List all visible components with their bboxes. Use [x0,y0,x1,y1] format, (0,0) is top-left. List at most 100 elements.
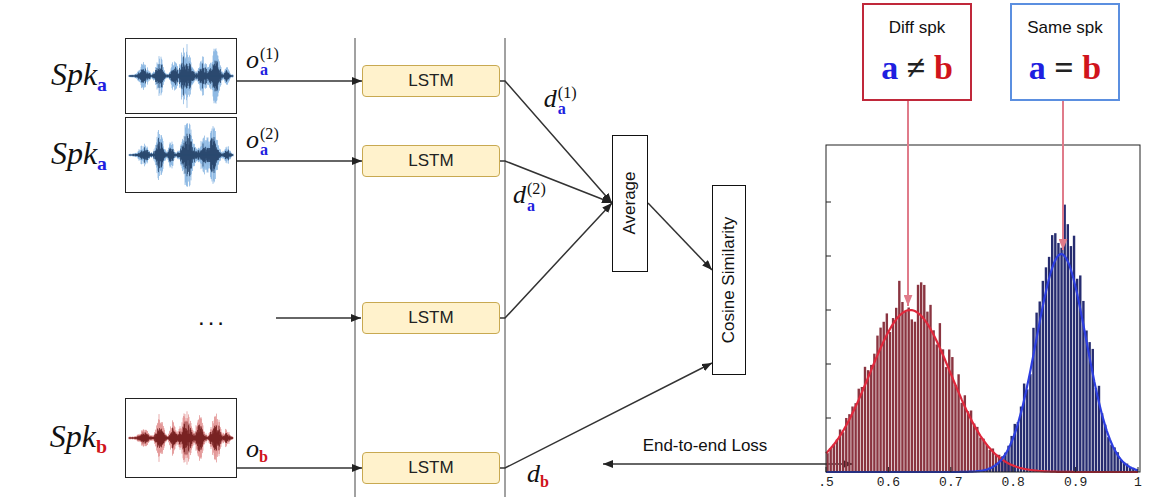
waveform-frame [125,38,237,114]
callout-box: Same spka = b [1010,3,1120,101]
histogram-bar [889,332,891,472]
text-run: a [97,72,107,94]
histogram-bar [1048,257,1050,472]
text-run: b [934,49,953,86]
histogram-bar [904,312,906,472]
callout-box: Diff spka ≠ b [862,3,972,101]
process-box: Cosine Similarity [712,185,746,375]
histogram-bar [973,424,975,472]
edge-label: da(2) [512,181,547,213]
text-run: a [260,62,279,78]
column-rule [355,38,356,497]
text-run: b [259,448,268,465]
waveform-trace [129,411,233,464]
text-run: (2) [527,181,546,197]
histogram-bar [1076,279,1078,472]
histogram-curves [826,254,1138,472]
script-stack: a(1) [558,85,577,117]
connector-arrow [237,80,362,82]
column-rule [505,38,506,497]
waveform-picture [126,39,236,113]
histogram-bar [1107,437,1109,472]
text-run: a [260,142,279,158]
waveform-trace [129,57,233,96]
waveform-picture [126,118,236,192]
tick-mark [826,364,831,365]
axis-ticks [826,202,1138,472]
histogram-bar [1026,389,1028,472]
histogram-bar [854,403,856,472]
waveform-picture [126,399,236,477]
tick-mark [826,256,831,257]
histogram-bar [1057,243,1059,472]
loss-arrow [603,463,853,465]
histogram-bar [1101,413,1103,472]
lstm-box: LSTM [362,302,500,334]
histogram-bar [1070,246,1072,472]
box-label: Average [621,171,640,234]
edge-label: ob [245,436,269,465]
connector-arrow [237,467,362,469]
text-run: o [246,125,259,154]
histogram-bar [923,285,925,472]
lstm-box: LSTM [362,65,500,97]
histogram-bar [961,403,963,472]
histogram-bar [907,307,909,472]
connector-arrow [648,203,712,270]
waveform-frame [125,117,237,193]
histogram-bar [914,322,916,472]
histogram-bars [826,205,1137,472]
waveform-trace [129,134,233,177]
histogram-bar [982,439,984,472]
text-run: Spk [51,135,97,171]
speaker-waveform: Spka [11,117,237,193]
tick-mark [826,310,831,311]
lstm-box: LSTM [362,452,500,484]
text-run: Spk [50,418,96,454]
text-run: a [97,151,107,173]
box-label: LSTM [408,72,453,91]
axis-tick-label: 0.7 [939,476,962,490]
tick-mark [950,467,951,472]
text-run: o [246,45,259,74]
plot-frame [826,145,1140,472]
text-run: (1) [260,46,279,62]
input-arrow [276,317,361,319]
pointer-arrow [1062,101,1064,250]
histogram-bar [901,302,903,472]
box-label: LSTM [408,152,453,171]
edge-label: db [526,461,550,490]
text-run: ≠ [898,49,934,86]
waveform-trace [129,44,233,108]
histogram-bar [920,282,922,472]
script-stack: a(1) [260,46,279,78]
speaker-waveform: Spka [11,38,237,114]
box-label: Cosine Similarity [720,217,739,344]
tick-mark [1075,467,1076,472]
text-run: (2) [260,126,279,142]
axis-tick-label: 0.8 [1001,476,1024,490]
histogram-bar [1073,236,1075,472]
axis-tick-label: 1 [1134,476,1142,490]
text-run: d [527,459,540,488]
tick-mark [888,467,889,472]
lstm-box: LSTM [362,145,500,177]
histogram-bar [842,432,844,472]
speaker-label: Spkb [11,420,125,456]
histogram-bar [836,440,838,472]
text-run: a [881,49,898,86]
connector-arrow [500,203,612,318]
callout-text: a = b [1029,51,1101,85]
histogram-bar [1060,248,1062,472]
text-run: a [1029,49,1046,86]
axis-tick-label: 0.9 [1064,476,1087,490]
text-run: b [540,473,549,490]
tick-mark [1138,467,1139,472]
script-stack: a(2) [527,181,546,213]
histogram-bar [967,411,969,472]
pointer-arrow [907,101,909,306]
histogram-bar [1110,445,1112,472]
histogram-bar [861,387,863,472]
text-run: d [544,84,557,113]
